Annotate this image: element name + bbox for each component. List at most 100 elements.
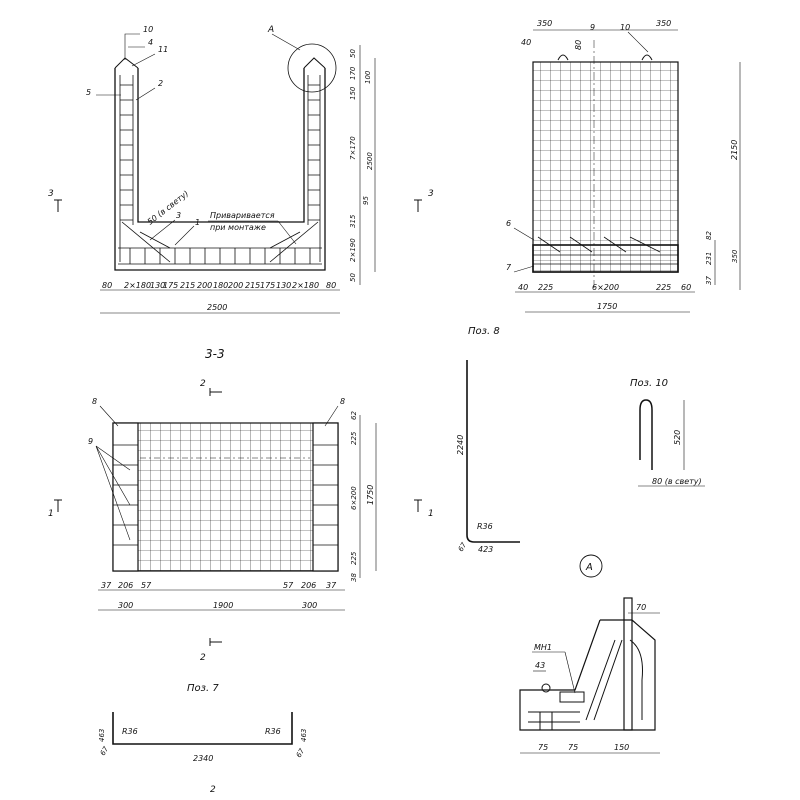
- callout-3: 3: [176, 211, 181, 220]
- plan-callout-8-left: 8: [92, 397, 97, 406]
- detail-a: A МН1 70 43 75 75 150: [519, 554, 660, 754]
- svg-text:2×190: 2×190: [349, 238, 357, 262]
- detail-a-mark: A: [267, 25, 274, 35]
- svg-text:175: 175: [163, 281, 178, 290]
- svg-text:75: 75: [538, 743, 548, 752]
- svg-text:170: 170: [349, 66, 357, 80]
- svg-text:225: 225: [350, 551, 358, 565]
- poz8-callout-7: 7: [506, 263, 512, 272]
- svg-text:423: 423: [478, 545, 493, 554]
- svg-text:206: 206: [118, 581, 133, 590]
- callout-10: 10: [143, 25, 153, 34]
- poz10-caption: Поз. 10: [630, 378, 668, 389]
- svg-text:2500: 2500: [366, 152, 374, 170]
- u-outline: [114, 68, 326, 271]
- svg-text:231: 231: [705, 252, 713, 265]
- svg-text:80: 80: [102, 281, 112, 290]
- svg-text:300: 300: [118, 601, 133, 610]
- svg-text:38: 38: [350, 573, 358, 582]
- svg-text:315: 315: [349, 214, 357, 228]
- svg-text:150: 150: [614, 743, 629, 752]
- svg-text:62: 62: [350, 411, 358, 420]
- plan-cut-2-bottom: 2: [200, 653, 206, 663]
- section-callouts: 10 4 11 5 2 3 1: [86, 25, 200, 246]
- svg-text:463: 463: [98, 729, 106, 742]
- svg-text:50: 50: [349, 49, 357, 58]
- poz10-shape: [639, 399, 653, 470]
- callout-5: 5: [86, 88, 91, 97]
- plan-cut-2-top: 2: [200, 379, 206, 389]
- svg-text:95: 95: [362, 196, 370, 205]
- poz8-callout-6: 6: [506, 219, 511, 228]
- poz7-cut-label: 2: [210, 785, 216, 795]
- svg-text:80 (в свету): 80 (в свету): [652, 477, 702, 486]
- svg-text:67: 67: [295, 747, 307, 759]
- cut-3-right: 3: [428, 189, 434, 199]
- svg-text:2×180: 2×180: [124, 281, 151, 290]
- svg-text:75: 75: [568, 743, 578, 752]
- svg-text:206: 206: [301, 581, 316, 590]
- slab-bars: [118, 221, 322, 265]
- svg-text:1750: 1750: [366, 485, 375, 505]
- svg-text:80: 80: [574, 40, 583, 50]
- section-bottom-dims: 80 2×180 130 175 215 200 180 200 215 175…: [102, 281, 336, 290]
- svg-text:6×200: 6×200: [592, 283, 619, 292]
- section-3-3: A 10 4 11 5 2 3 1 Приваривается при монт…: [48, 25, 434, 361]
- svg-text:350: 350: [537, 19, 552, 28]
- mesh-panel: [532, 61, 679, 273]
- callout-2: 2: [158, 79, 163, 88]
- poz7-shape: [112, 712, 293, 745]
- plan-view: 2 2 1 1 8 9 8 62 225 6×200 1750 225 38 3…: [48, 379, 434, 663]
- poz7-bar: Поз. 7 463 463 R36 R36 67 67 2340 2: [98, 683, 308, 795]
- svg-text:350: 350: [731, 249, 739, 263]
- poz10-hook: Поз. 10 520 80 (в свету): [630, 378, 705, 487]
- callout-11: 11: [158, 45, 168, 54]
- plan-callout-9: 9: [88, 437, 93, 446]
- svg-text:100: 100: [364, 70, 372, 84]
- callout-4: 4: [148, 38, 153, 47]
- svg-text:67: 67: [99, 745, 111, 757]
- svg-text:150: 150: [349, 86, 357, 100]
- svg-text:350: 350: [656, 19, 671, 28]
- left-wall-bars: [119, 75, 134, 262]
- svg-text:2240: 2240: [456, 435, 465, 455]
- cut-3-left: 3: [48, 189, 54, 199]
- svg-text:215: 215: [245, 281, 260, 290]
- svg-text:200: 200: [197, 281, 212, 290]
- svg-text:180: 180: [213, 281, 228, 290]
- poz7-length: 2340: [193, 754, 213, 763]
- svg-text:R36: R36: [477, 522, 493, 531]
- weld-note-line1: Приваривается: [210, 211, 275, 220]
- poz8-left-dim-top: 40: [521, 38, 531, 47]
- svg-text:37: 37: [705, 276, 713, 285]
- plan-mesh: [112, 422, 339, 572]
- svg-text:1900: 1900: [213, 601, 233, 610]
- svg-text:R36: R36: [122, 727, 138, 736]
- clear-gap-label: 50 (в свету): [146, 189, 191, 227]
- detail-a-circle: [287, 43, 337, 93]
- detail-a-marker: A: [585, 562, 593, 573]
- svg-text:463: 463: [300, 729, 308, 742]
- svg-text:60: 60: [681, 283, 691, 292]
- plan-cut-1-left: 1: [48, 509, 54, 519]
- section-total-width: 2500: [207, 303, 227, 312]
- poz8-total-width: 1750: [597, 302, 617, 311]
- svg-text:50: 50: [349, 273, 357, 282]
- svg-text:200: 200: [228, 281, 243, 290]
- svg-text:2150: 2150: [730, 140, 739, 160]
- svg-text:6×200: 6×200: [350, 486, 358, 510]
- svg-text:40: 40: [518, 283, 528, 292]
- svg-text:R36: R36: [265, 727, 281, 736]
- plan-cut-1-right: 1: [428, 509, 434, 519]
- svg-text:82: 82: [705, 231, 713, 240]
- svg-text:215: 215: [180, 281, 195, 290]
- section-right-dims: 50 170 100 150 7×170 2500 95 315 2×190 5…: [349, 49, 374, 282]
- svg-text:2×180: 2×180: [292, 281, 319, 290]
- l-bar-shape: [466, 360, 520, 543]
- svg-text:300: 300: [302, 601, 317, 610]
- svg-text:520: 520: [673, 430, 682, 445]
- plan-callout-8-right: 8: [340, 397, 345, 406]
- poz7-caption: Поз. 7: [187, 683, 219, 694]
- svg-text:225: 225: [656, 283, 671, 292]
